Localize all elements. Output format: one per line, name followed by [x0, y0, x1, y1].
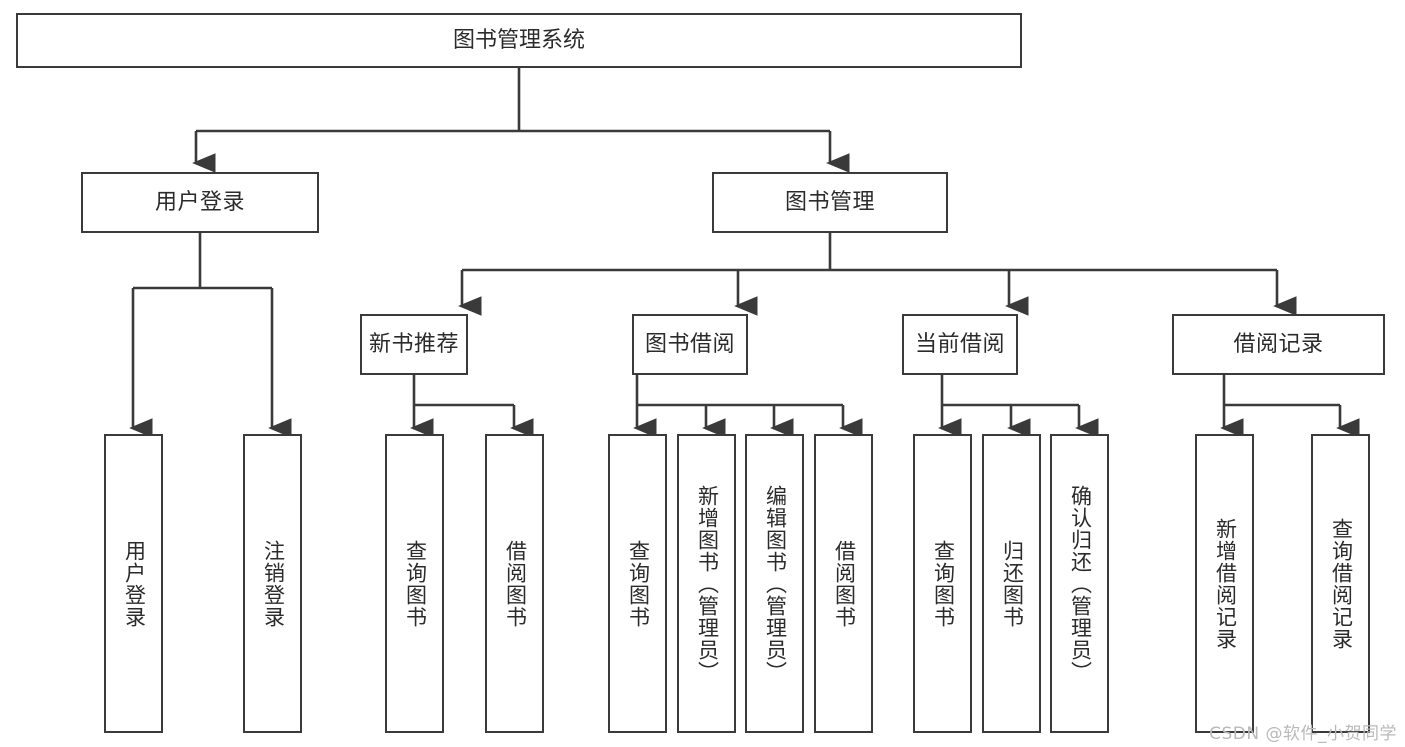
- leaf-borrow-book-recommend[interactable]: 借阅图书: [485, 434, 544, 733]
- leaf-add-borrow-record[interactable]: 新增借阅记录: [1195, 434, 1254, 733]
- node-label: 查询图书: [626, 539, 651, 628]
- leaf-add-book-admin[interactable]: 新增图书（管理员）: [677, 434, 736, 733]
- leaf-user-login[interactable]: 用户登录: [104, 434, 163, 733]
- node-label: 编辑图书（管理员）: [763, 484, 788, 683]
- node-label: 借阅记录: [1233, 331, 1324, 357]
- leaf-confirm-return-admin[interactable]: 确认归还（管理员）: [1050, 434, 1109, 733]
- node-label: 图书管理系统: [452, 27, 585, 53]
- node-label: 图书借阅: [644, 331, 735, 357]
- leaf-logout-login[interactable]: 注销登录: [243, 434, 302, 733]
- node-label: 查询借阅记录: [1329, 517, 1354, 650]
- node-label: 用户登录: [122, 539, 147, 628]
- node-label: 新书推荐: [368, 331, 459, 357]
- node-label: 注销登录: [261, 539, 286, 628]
- leaf-query-borrow-record[interactable]: 查询借阅记录: [1311, 434, 1370, 733]
- node-label: 确认归还（管理员）: [1068, 484, 1093, 683]
- node-label: 归还图书: [1000, 539, 1025, 628]
- node-book-management[interactable]: 图书管理: [712, 172, 948, 233]
- node-label: 用户登录: [154, 189, 245, 215]
- node-label: 借阅图书: [832, 539, 857, 628]
- leaf-query-book-current[interactable]: 查询图书: [913, 434, 972, 733]
- node-new-book-recommend[interactable]: 新书推荐: [360, 314, 468, 375]
- leaf-return-book[interactable]: 归还图书: [982, 434, 1041, 733]
- node-current-borrow[interactable]: 当前借阅: [902, 314, 1018, 375]
- leaf-query-book-borrow[interactable]: 查询图书: [608, 434, 667, 733]
- node-root-book-management-system[interactable]: 图书管理系统: [16, 13, 1022, 68]
- node-label: 当前借阅: [914, 331, 1005, 357]
- node-label: 新增图书（管理员）: [695, 484, 720, 683]
- leaf-borrow-book[interactable]: 借阅图书: [814, 434, 873, 733]
- node-label: 查询图书: [403, 539, 428, 628]
- node-label: 查询图书: [931, 539, 956, 628]
- node-borrow-record[interactable]: 借阅记录: [1172, 314, 1385, 375]
- csdn-watermark: CSDN @软件_小贺同学: [1209, 724, 1397, 744]
- node-label: 图书管理: [784, 189, 875, 215]
- node-label: 新增借阅记录: [1213, 517, 1238, 650]
- node-label: 借阅图书: [503, 539, 528, 628]
- leaf-edit-book-admin[interactable]: 编辑图书（管理员）: [745, 434, 804, 733]
- leaf-query-book-recommend[interactable]: 查询图书: [385, 434, 444, 733]
- node-book-borrow[interactable]: 图书借阅: [632, 314, 748, 375]
- node-user-login[interactable]: 用户登录: [81, 172, 319, 233]
